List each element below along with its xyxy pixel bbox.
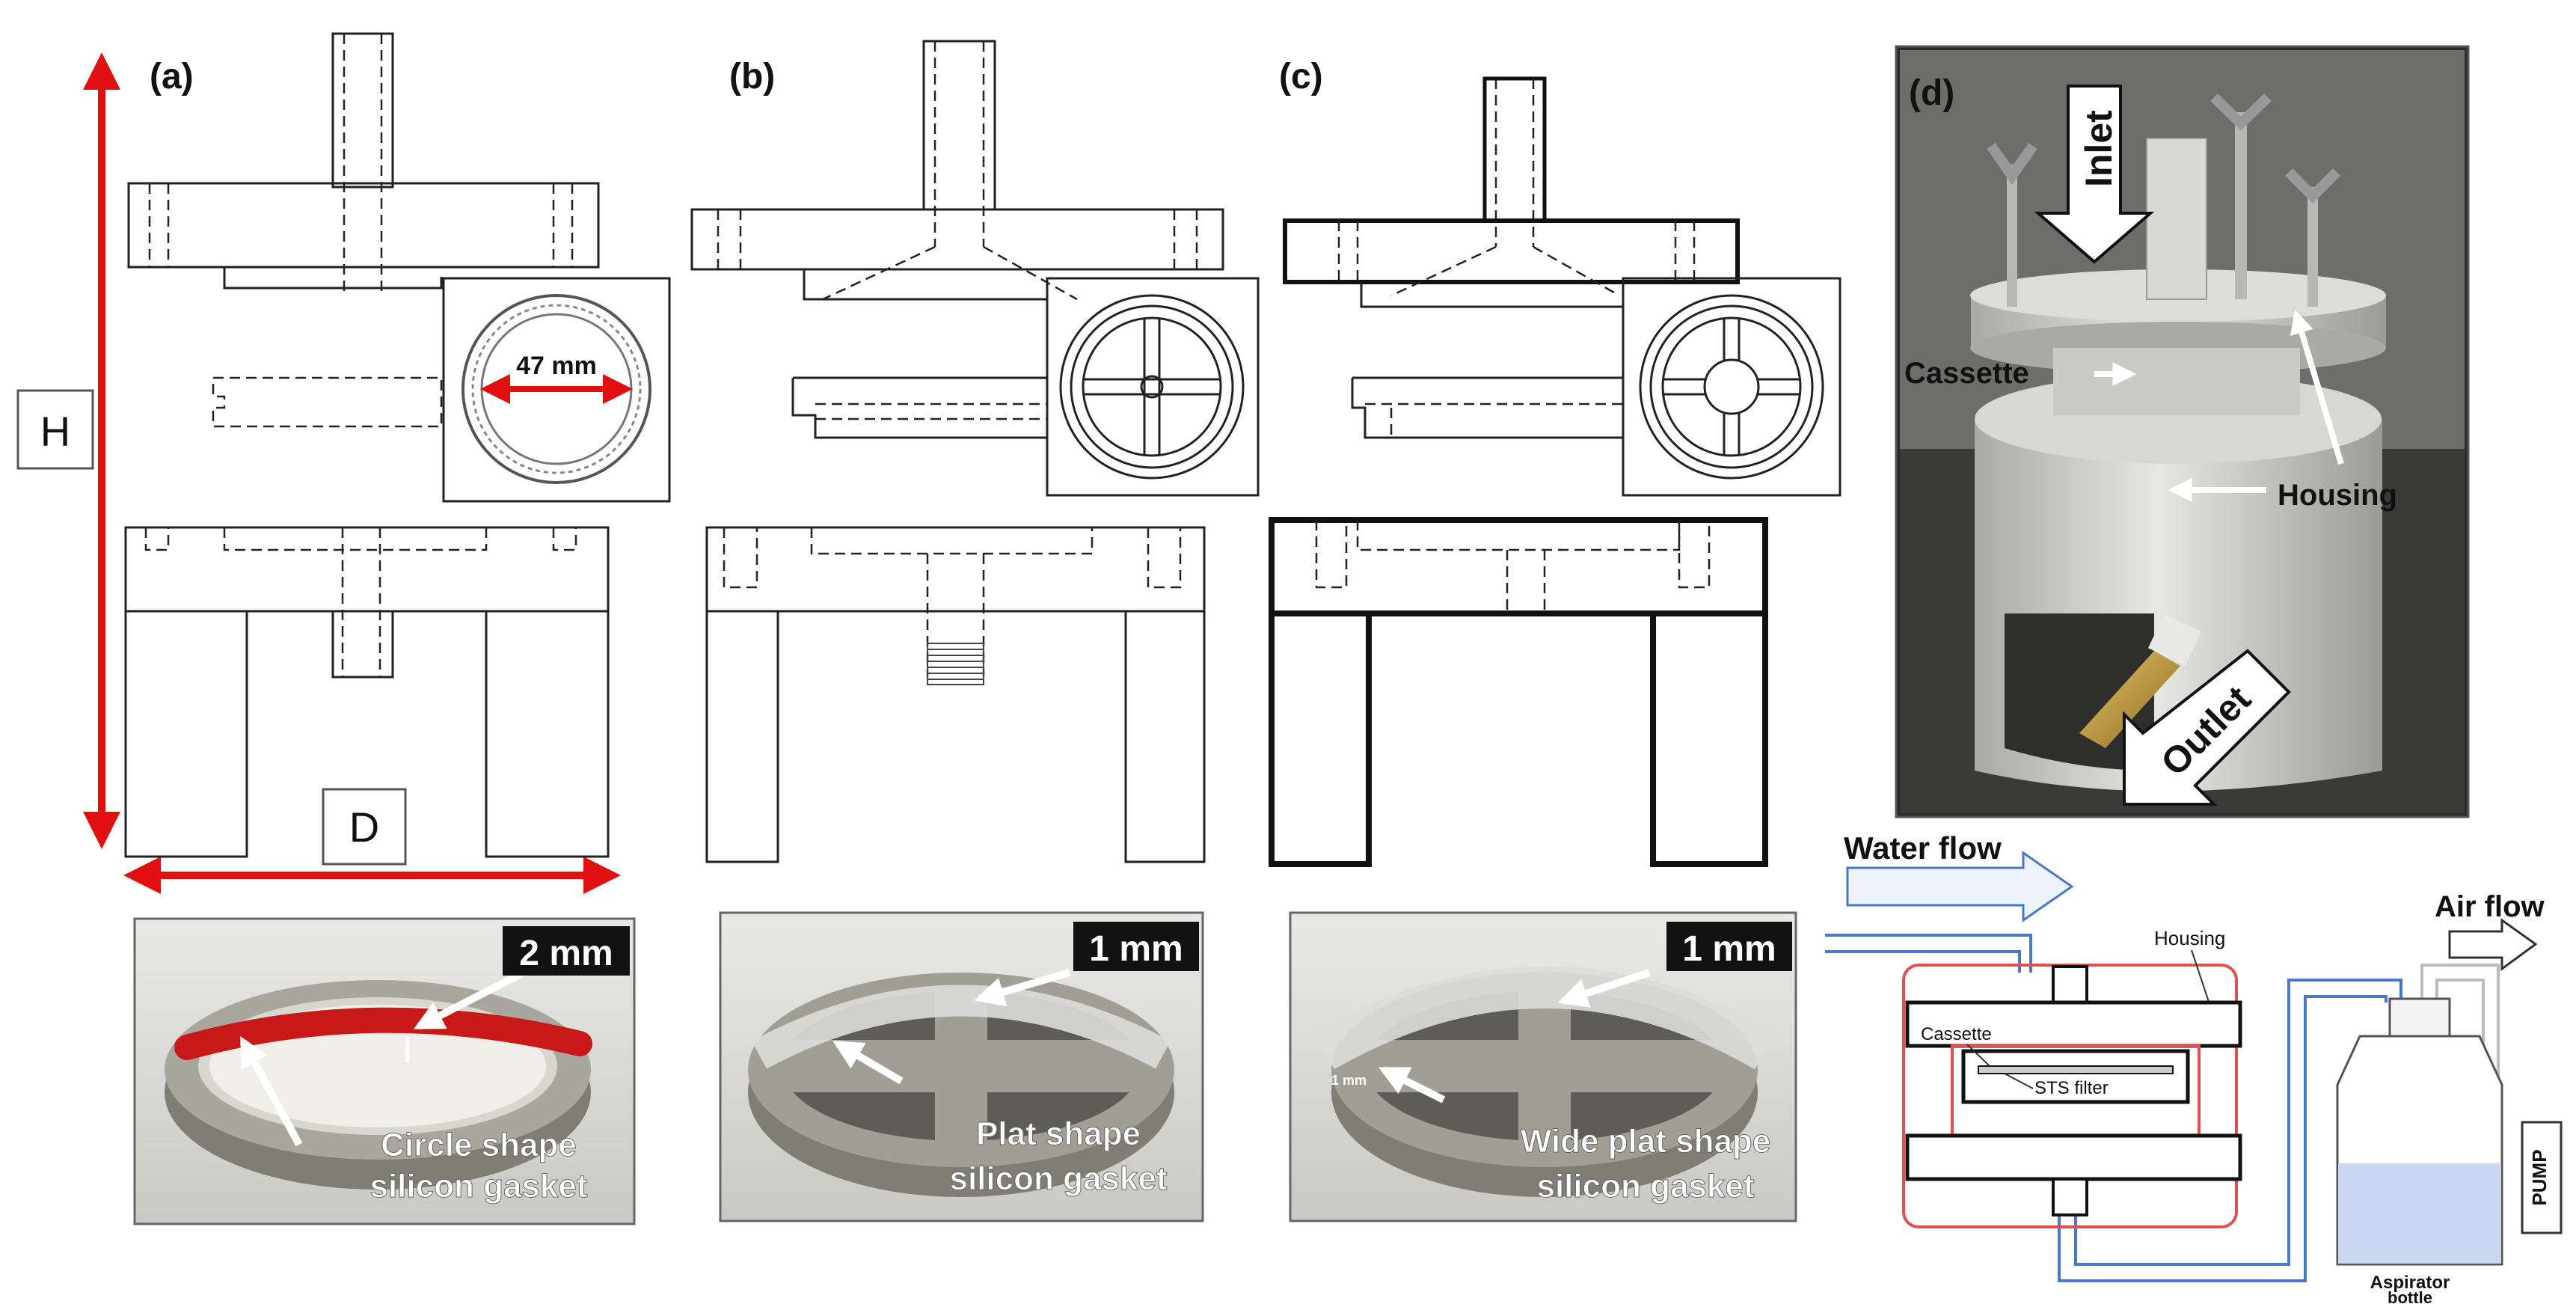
gasket-a-line2: silicon gasket: [369, 1168, 587, 1204]
gasket-photo-b: 1 mm Plat shape silicon gasket: [719, 911, 1204, 1222]
gasket-c-line2: silicon gasket: [1536, 1168, 1754, 1204]
housing-photo-label: Housing: [2278, 479, 2397, 512]
cassette-photo-label: Cassette: [1904, 357, 2029, 390]
panel-c: (c): [1269, 57, 1841, 867]
gasket-b-thickness: 1 mm: [1089, 929, 1183, 969]
gasket-a-thickness: 2 mm: [519, 934, 613, 973]
diameter-label: D: [349, 803, 379, 851]
base-drawing-b: [705, 526, 1206, 863]
top-cap-drawing-c: [1283, 76, 1740, 308]
gasket-photo-c: 1 mm 1 mm Wide plat shape silicon gasket: [1289, 911, 1797, 1222]
top-cap-drawing-b: [690, 40, 1224, 301]
schematic-cassette-label: Cassette: [1921, 1024, 1992, 1044]
gasket-c-thickness: 1 mm: [1682, 929, 1776, 969]
base-drawing-a: [124, 526, 610, 858]
inset-gasket-c: [1622, 277, 1841, 497]
flow-schematic: Water flow Air flow Housing Cassette STS…: [1825, 830, 2563, 1304]
gasket-photo-a: 2 mm Circle shape silicon gasket: [133, 917, 636, 1225]
gasket-b-line1: Plat shape: [976, 1115, 1141, 1152]
gasket-c-small-dim: 1 mm: [1331, 1073, 1367, 1088]
inset-gasket-b: [1046, 277, 1260, 497]
base-drawing-c: [1269, 517, 1768, 867]
height-label: H: [40, 408, 70, 455]
water-flow-arrow: [1846, 851, 2074, 922]
panel-b: (b): [690, 40, 1260, 863]
air-flow-arrow: [2448, 918, 2538, 971]
schematic-housing-label: Housing: [2154, 927, 2225, 949]
cassette-drawing-c: [1351, 376, 1623, 439]
gasket-a-line1: Circle shape: [381, 1127, 577, 1163]
gasket-c-line1: Wide plat shape: [1521, 1123, 1771, 1160]
top-cap-drawing-a: [127, 32, 600, 292]
panel-d-label: (d): [1909, 73, 1954, 113]
air-flow-label: Air flow: [2435, 890, 2545, 923]
pump-label: PUMP: [2528, 1149, 2551, 1205]
panel-b-label: (b): [729, 57, 775, 97]
schematic-sts-filter-label: STS filter: [2034, 1078, 2109, 1098]
aspirator-label-line1: Aspirator: [2370, 1273, 2450, 1293]
inset-gasket-a: 47 mm: [442, 277, 671, 503]
cassette-drawing-b: [791, 376, 1047, 439]
gasket-b-line2: silicon gasket: [949, 1160, 1167, 1197]
panel-a-label: (a): [150, 57, 194, 97]
height-label-box: [16, 389, 94, 470]
inner-diameter-label: 47 mm: [516, 352, 597, 380]
water-flow-label: Water flow: [1844, 830, 2002, 866]
cassette-drawing-a: [212, 376, 443, 428]
panel-d-photo: (d) Inlet Outlet Cassette Housing: [1895, 45, 2470, 818]
panel-c-label: (c): [1279, 57, 1323, 97]
pump-box: [2521, 1121, 2563, 1234]
aspirator-bottle: [2336, 997, 2503, 1266]
aspirator-label-line2: bottle: [2388, 1288, 2432, 1304]
panel-a: (a) H D: [16, 32, 671, 894]
inlet-label: Inlet: [2078, 110, 2120, 187]
diameter-label-box: [322, 788, 407, 866]
